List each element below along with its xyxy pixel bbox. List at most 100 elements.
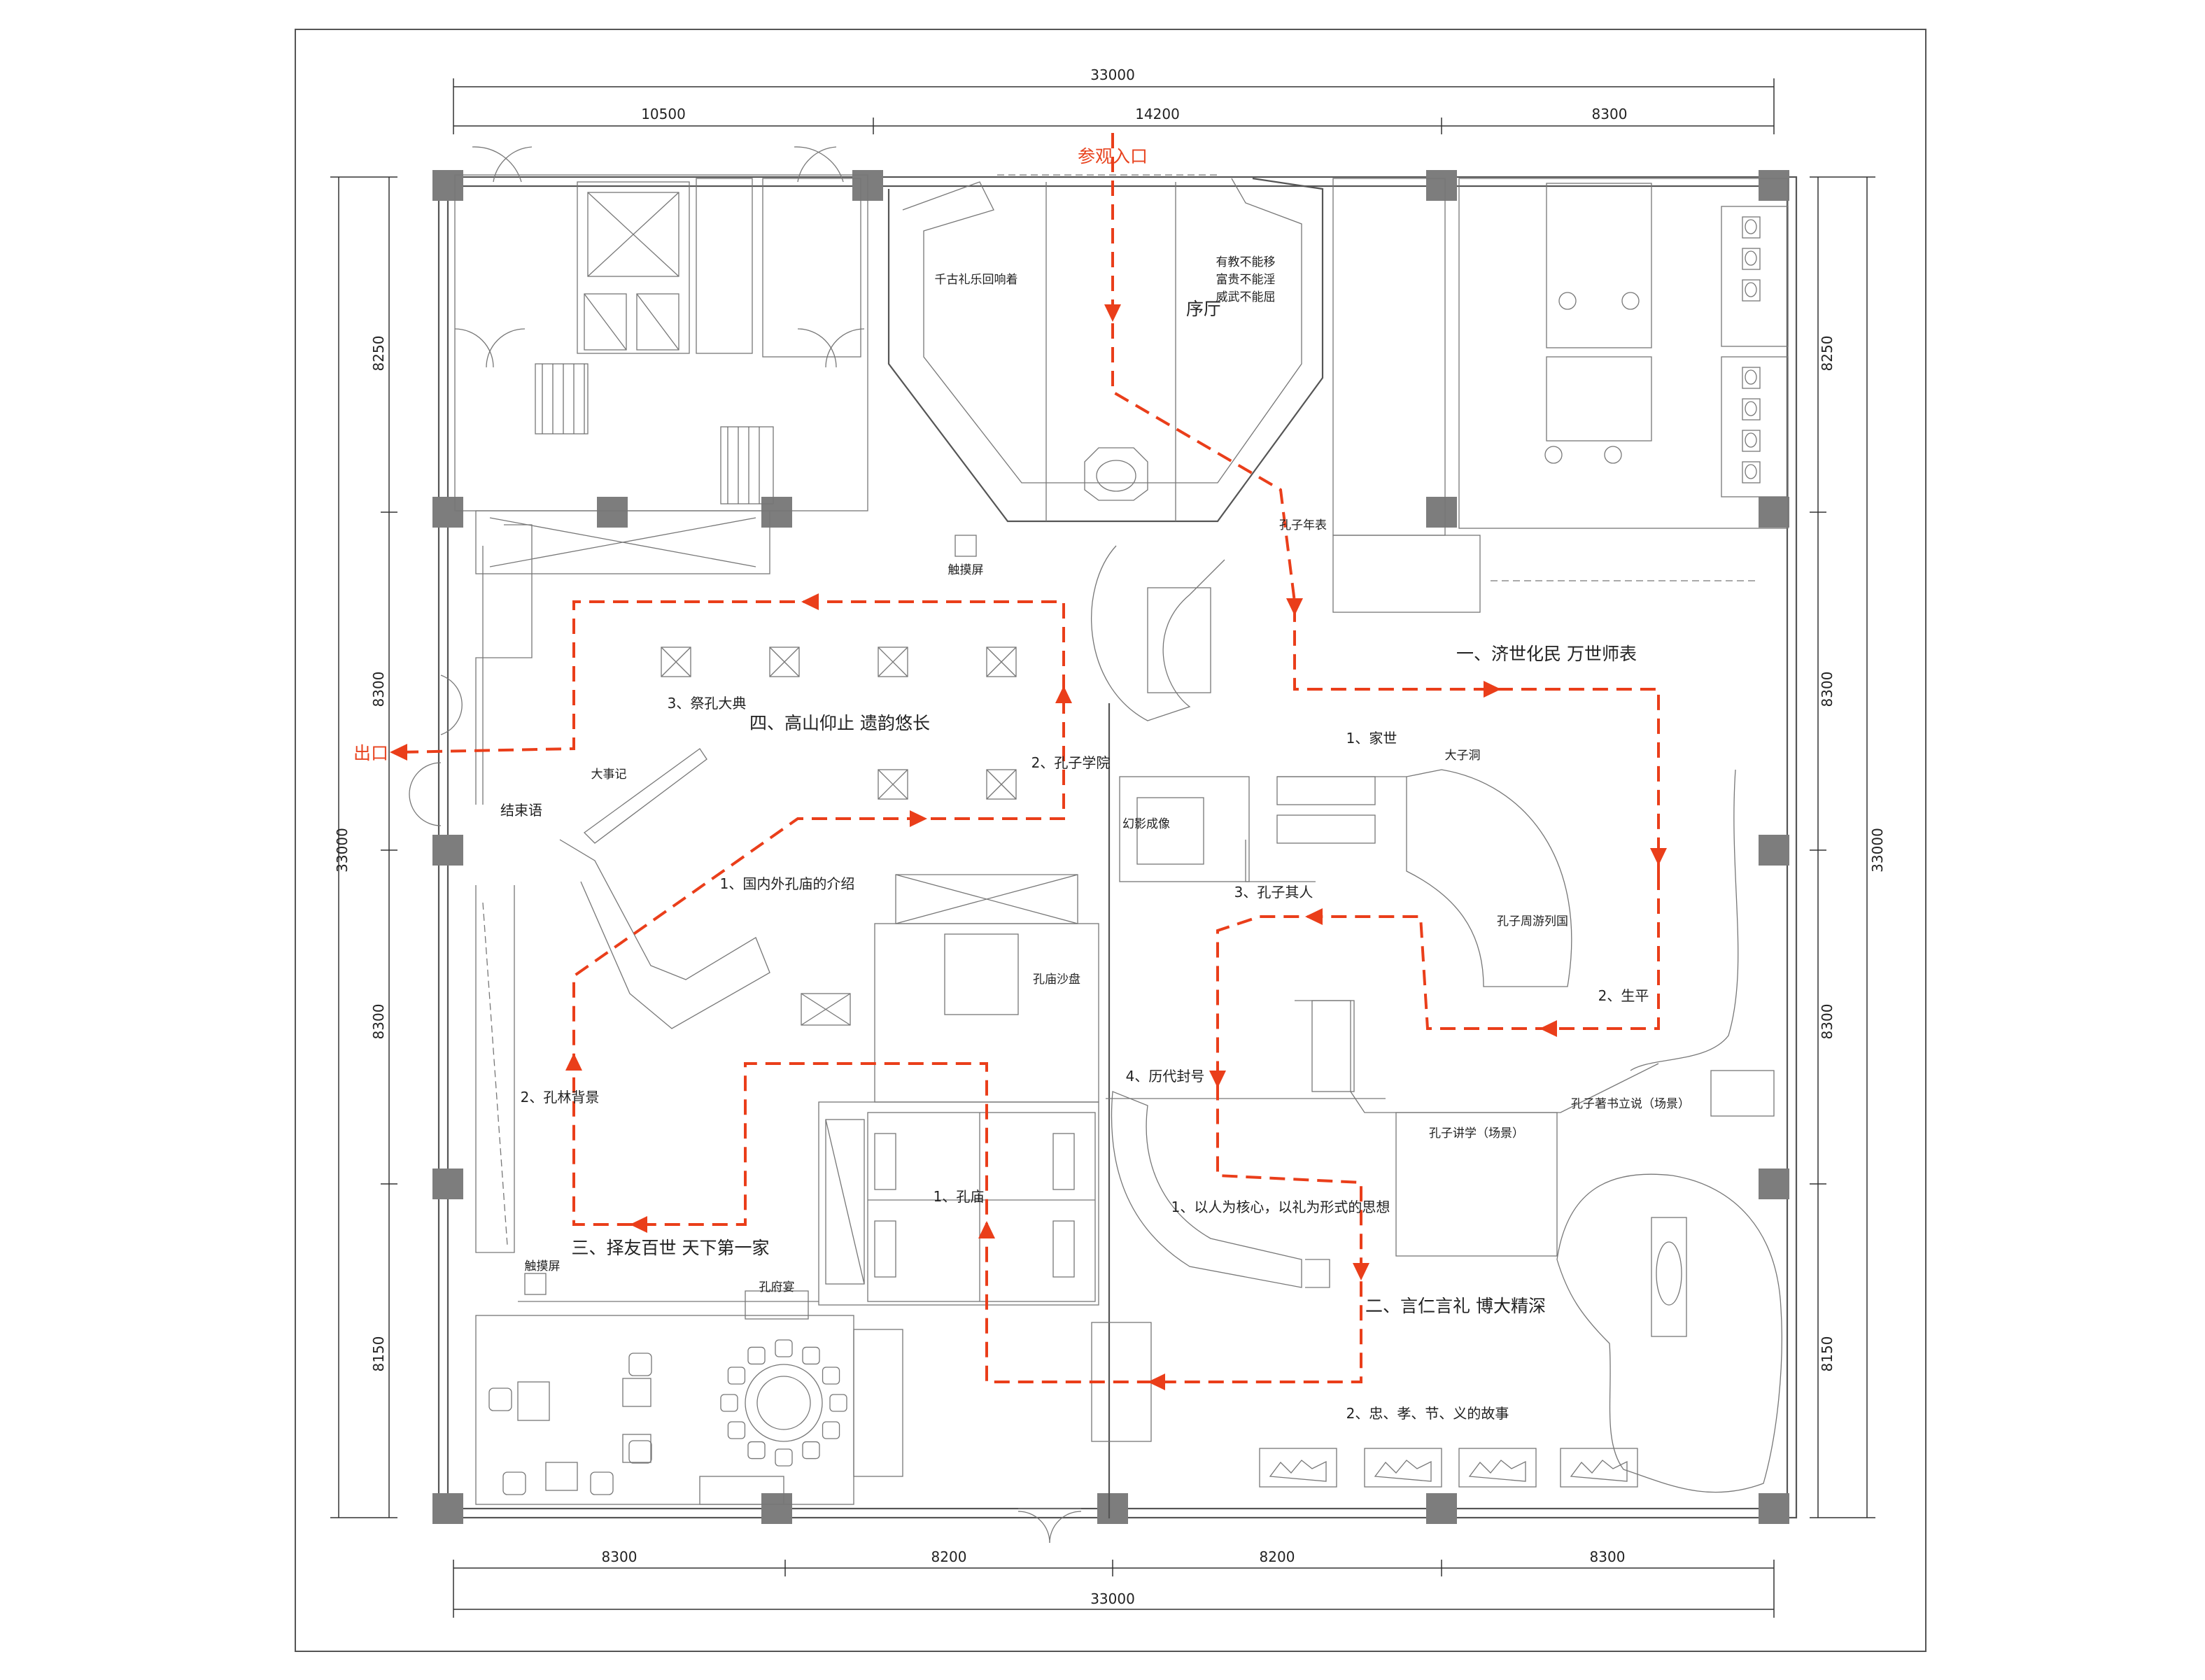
armchair: [590, 1471, 614, 1495]
column: [1759, 835, 1789, 866]
touch-screen-left-label: 触摸屏: [525, 1259, 561, 1273]
structural-columns: [432, 170, 1789, 1524]
chair: [747, 1346, 766, 1365]
toilet: [1742, 248, 1761, 270]
foyer-right-inscription-3: 威武不能屈: [1216, 290, 1276, 304]
armchair: [628, 1353, 652, 1376]
dim-top-seg-3: 8300: [1592, 106, 1628, 122]
dim-left-seg-1: 8250: [370, 336, 387, 372]
story-label: 2、忠、孝、节、义的故事: [1346, 1405, 1509, 1422]
exhibit-case: [1364, 1448, 1442, 1488]
column: [432, 497, 463, 528]
core-idea-label: 1、以人为核心，以礼为形式的思想: [1171, 1199, 1390, 1215]
fantasy-imaging-label: 幻影成像: [1122, 817, 1170, 831]
dim-right-total: 33000: [1869, 828, 1886, 873]
column: [1426, 1493, 1457, 1524]
toilet: [1742, 279, 1761, 302]
dim-bottom-total: 33000: [1090, 1590, 1135, 1607]
foyer-right-inscription-2: 富贵不能淫: [1216, 273, 1276, 287]
closing-label: 结束语: [500, 802, 542, 819]
dim-left-seg-2: 8300: [370, 672, 387, 707]
armchair: [488, 1388, 512, 1411]
armchair: [628, 1440, 652, 1464]
display-case: [661, 647, 691, 677]
chair: [822, 1421, 840, 1439]
column: [1426, 497, 1457, 528]
forest-background-label: 2、孔林背景: [521, 1089, 600, 1106]
conferments-label: 4、历代封号: [1126, 1068, 1205, 1085]
outer-walls: [437, 176, 1798, 1519]
exit-label: 出口: [353, 743, 388, 763]
exhibit-case: [1560, 1448, 1638, 1488]
dimension-lines: 33000 10500 14200 8300 8300 8200 8200 83…: [330, 66, 1886, 1618]
display-case: [769, 647, 800, 677]
column: [432, 1493, 463, 1524]
display-case: [986, 769, 1017, 800]
toilet: [1742, 367, 1761, 389]
dim-top-total: 33000: [1090, 66, 1135, 83]
column: [1759, 170, 1789, 201]
dim-right-seg-1: 8250: [1819, 336, 1836, 372]
column: [432, 1169, 463, 1199]
foyer-label: 序厅: [1186, 299, 1221, 319]
dim-left-seg-4: 8150: [370, 1336, 387, 1372]
foyer-right-inscription-1: 有教不能移: [1216, 255, 1276, 269]
exhibit-case: [1259, 1448, 1337, 1488]
toilet: [1742, 430, 1761, 452]
chair: [829, 1394, 847, 1412]
column: [1759, 1169, 1789, 1199]
temple-label: 1、孔庙: [934, 1188, 985, 1205]
life-label: 2、生平: [1598, 987, 1649, 1004]
section-3-title: 三、择友百世 天下第一家: [572, 1238, 770, 1258]
temple-model-label: 孔庙沙盘: [1033, 973, 1080, 987]
dim-bottom-seg-3: 8200: [1260, 1548, 1295, 1565]
toilet: [1742, 461, 1761, 483]
temple-hall-label: 大子洞: [1445, 749, 1481, 763]
dim-top-seg-2: 14200: [1135, 106, 1180, 122]
section-1-title: 一、济世化民 万世师表: [1456, 644, 1637, 664]
mansion-banquet-label: 孔府宴: [759, 1280, 795, 1294]
dim-right-seg-3: 8300: [1819, 1004, 1836, 1040]
temple-display: [1052, 1133, 1075, 1190]
visitor-route: [390, 133, 1667, 1390]
section-4-title: 四、高山仰止 遗韵悠长: [749, 713, 930, 733]
column: [761, 497, 792, 528]
interior-walls: [409, 146, 1789, 1544]
family-label: 1、家世: [1346, 730, 1397, 747]
dim-left-total: 33000: [334, 828, 351, 873]
dim-left-seg-3: 8300: [370, 1004, 387, 1040]
touch-screen-top-label: 触摸屏: [948, 563, 984, 577]
teaching-scene-label: 孔子著书立说（场景）: [1571, 1097, 1690, 1111]
lecture-scene-label: 孔子讲学（场景）: [1429, 1127, 1524, 1141]
column: [1097, 1493, 1128, 1524]
column: [597, 497, 628, 528]
display-case: [986, 647, 1017, 677]
display-case: [878, 769, 908, 800]
entrance-label: 参观入口: [1078, 146, 1148, 167]
exhibit-case: [1458, 1448, 1537, 1488]
temple-display: [874, 1220, 896, 1278]
section-2-title: 二、言仁言礼 博大精深: [1365, 1296, 1546, 1316]
column: [432, 835, 463, 866]
armchair: [502, 1471, 526, 1495]
labels: 参观入口 出口 一、济世化民 万世师表 二、言仁言礼 博大精深 三、择友百世 天…: [353, 146, 1690, 1422]
toilet: [1742, 216, 1761, 239]
column: [1426, 170, 1457, 201]
dim-bottom-seg-2: 8200: [931, 1548, 967, 1565]
temples-intro-label: 1、国内外孔庙的介绍: [720, 875, 855, 892]
column: [761, 1493, 792, 1524]
academy-label: 2、孔子学院: [1031, 754, 1111, 771]
chair: [822, 1367, 840, 1385]
chair: [720, 1394, 738, 1412]
chair: [775, 1339, 793, 1357]
chronology-label: 孔子年表: [1279, 518, 1327, 532]
column: [1759, 1493, 1789, 1524]
toilet: [1742, 398, 1761, 421]
dim-bottom-seg-4: 8300: [1590, 1548, 1626, 1565]
chair: [747, 1441, 766, 1460]
events-label: 大事记: [591, 768, 627, 782]
dim-right-seg-4: 8150: [1819, 1336, 1836, 1372]
chair: [727, 1421, 746, 1439]
dim-right-seg-2: 8300: [1819, 672, 1836, 707]
